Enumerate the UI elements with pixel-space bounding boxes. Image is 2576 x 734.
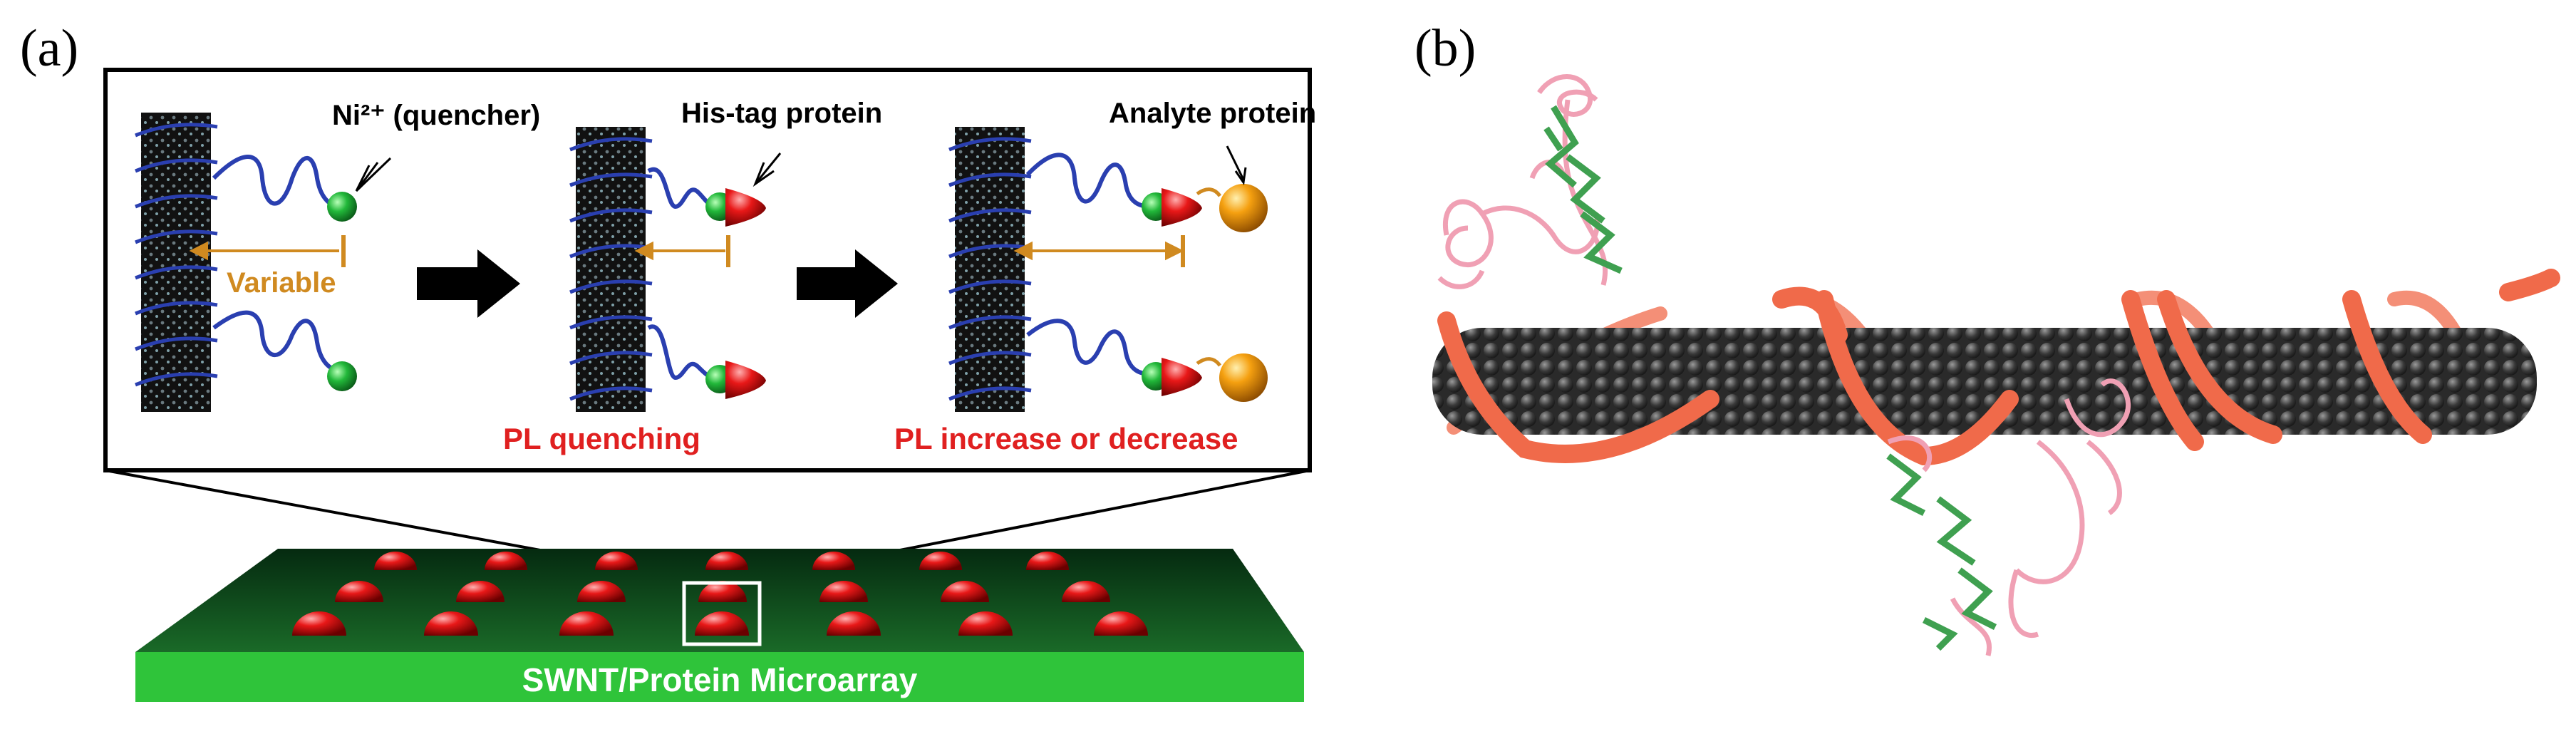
quencher-pointer: [355, 157, 392, 192]
pl-change-label: PL increase or decrease: [894, 422, 1238, 455]
analyte-protein-bottom: [1219, 353, 1268, 402]
his-tag-protein-top: [725, 188, 766, 227]
his-tag-label: His-tag protein: [681, 98, 882, 129]
nanotube-1: [141, 113, 211, 412]
quencher-label: Ni²⁺ (quencher): [332, 100, 540, 131]
analyte-protein-top: [1219, 184, 1268, 232]
microarray-front-face: [135, 652, 1304, 702]
linker-strand-top: [212, 155, 341, 209]
protein-top: [1437, 74, 1623, 289]
his-tag-pointer: [754, 153, 782, 185]
nanotube-2: [576, 127, 646, 412]
microarray: SWNT/Protein Microarray: [135, 549, 1304, 702]
distance-arrow-1: [189, 235, 346, 267]
quencher-ball-top: [327, 192, 357, 222]
linker-strand-bottom: [212, 310, 341, 373]
pl-quenching-label: PL quenching: [503, 422, 700, 455]
microarray-spots: [292, 552, 1148, 636]
protein-bottom: [1886, 378, 2131, 656]
panel-b-illustration: [1432, 74, 2560, 656]
his-tag-protein-bottom: [725, 361, 766, 399]
inset-frame: [103, 68, 1312, 472]
nanotube-3: [955, 127, 1025, 412]
his-tag-3-bottom: [1162, 358, 1202, 396]
distance-arrow-2: [634, 235, 730, 267]
analyte-pointer: [1226, 145, 1245, 180]
his-tag-3-top: [1162, 188, 1202, 227]
panel-b-label: (b): [1414, 19, 1476, 78]
microarray-label: SWNT/Protein Microarray: [522, 661, 918, 698]
stage-2: His-tag protein PL quenching: [503, 98, 882, 455]
distance-arrow-3: [1013, 235, 1185, 267]
process-arrow-1: [417, 249, 520, 318]
panel-a-label: (a): [20, 19, 78, 78]
stage-1: Ni²⁺ (quencher) Variable: [135, 100, 540, 412]
zoom-highlight-box: [682, 581, 762, 646]
quencher-ball-bottom: [327, 361, 357, 391]
variable-label: Variable: [227, 267, 336, 299]
process-arrow-2: [797, 249, 898, 318]
stage-3: Analyte protein PL increase or decrease: [894, 98, 1316, 455]
analyte-label: Analyte protein: [1109, 98, 1316, 129]
dna-helix-front: [1437, 269, 2560, 466]
